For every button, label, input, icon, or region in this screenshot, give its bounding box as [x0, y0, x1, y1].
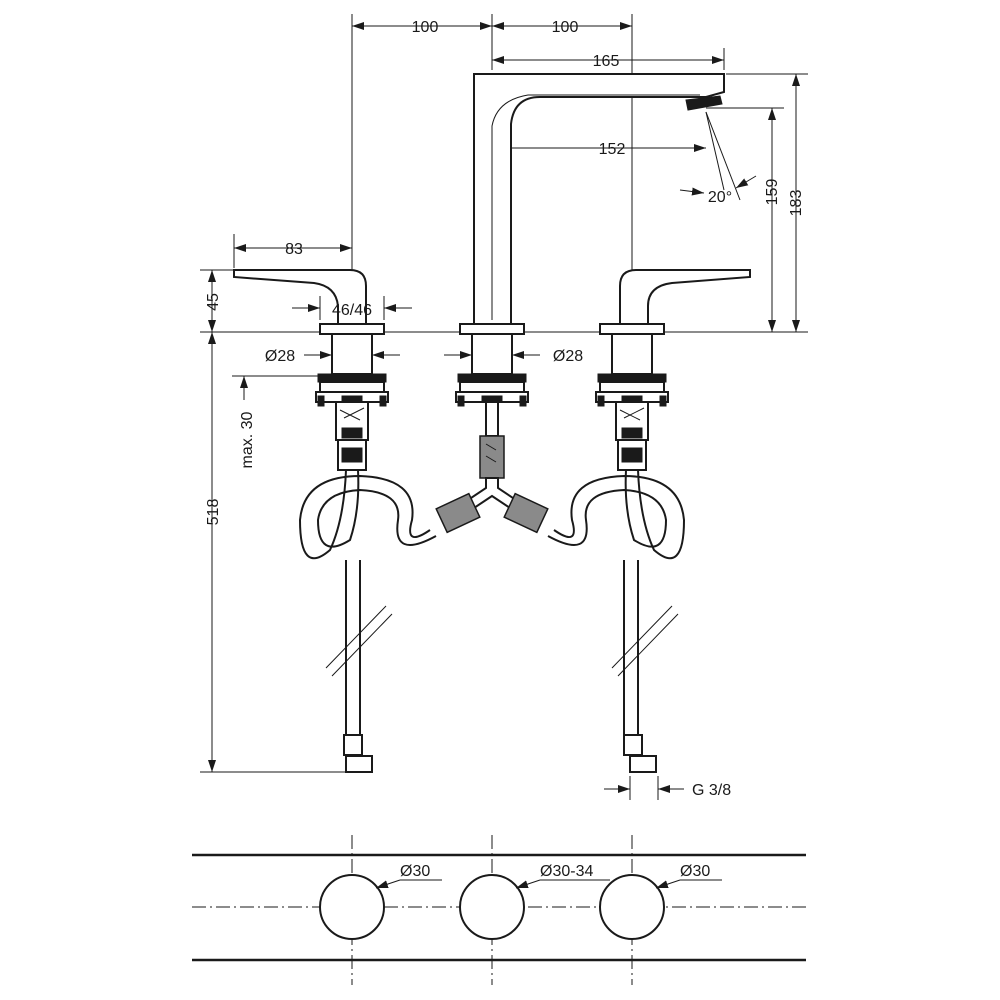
hose-left: [298, 469, 481, 773]
dim-handle-height: 45: [205, 293, 222, 311]
cutout-label-right: Ø30: [680, 863, 710, 880]
valve-body-left: [315, 333, 389, 471]
right-handle: [599, 269, 751, 335]
dim-handle-length: 83: [285, 241, 303, 258]
cutout-hole-center: [459, 874, 525, 940]
valve-body-center: [455, 333, 529, 514]
dim-spout-reach: 165: [593, 53, 620, 70]
cutout-hole-right: [599, 874, 665, 940]
dim-total-height: 183: [788, 190, 805, 217]
dim-diameter-center: Ø28: [553, 348, 583, 365]
dim-outlet-height: 159: [764, 179, 781, 206]
dim-spray-angle: 20°: [708, 189, 732, 206]
spout: [459, 73, 725, 335]
dim-hose-length: 518: [205, 499, 222, 526]
dim-connection: G 3/8: [692, 782, 731, 799]
dimension-lines: [208, 22, 800, 800]
dim-spacing-left: 100: [412, 19, 439, 36]
dim-diameter-left: Ø28: [265, 348, 295, 365]
dim-spout-reach-inner: 152: [599, 141, 626, 158]
cutout-plan: [192, 835, 806, 985]
dim-handle-base: 46/46: [332, 302, 372, 319]
dim-spacing-right: 100: [552, 19, 579, 36]
cutout-label-left: Ø30: [400, 863, 430, 880]
dim-max-thickness: max. 30: [239, 411, 256, 468]
cutout-label-center: Ø30-34: [540, 863, 593, 880]
valve-body-right: [595, 333, 669, 471]
cutout-hole-left: [319, 874, 385, 940]
hose-right: [503, 469, 686, 773]
